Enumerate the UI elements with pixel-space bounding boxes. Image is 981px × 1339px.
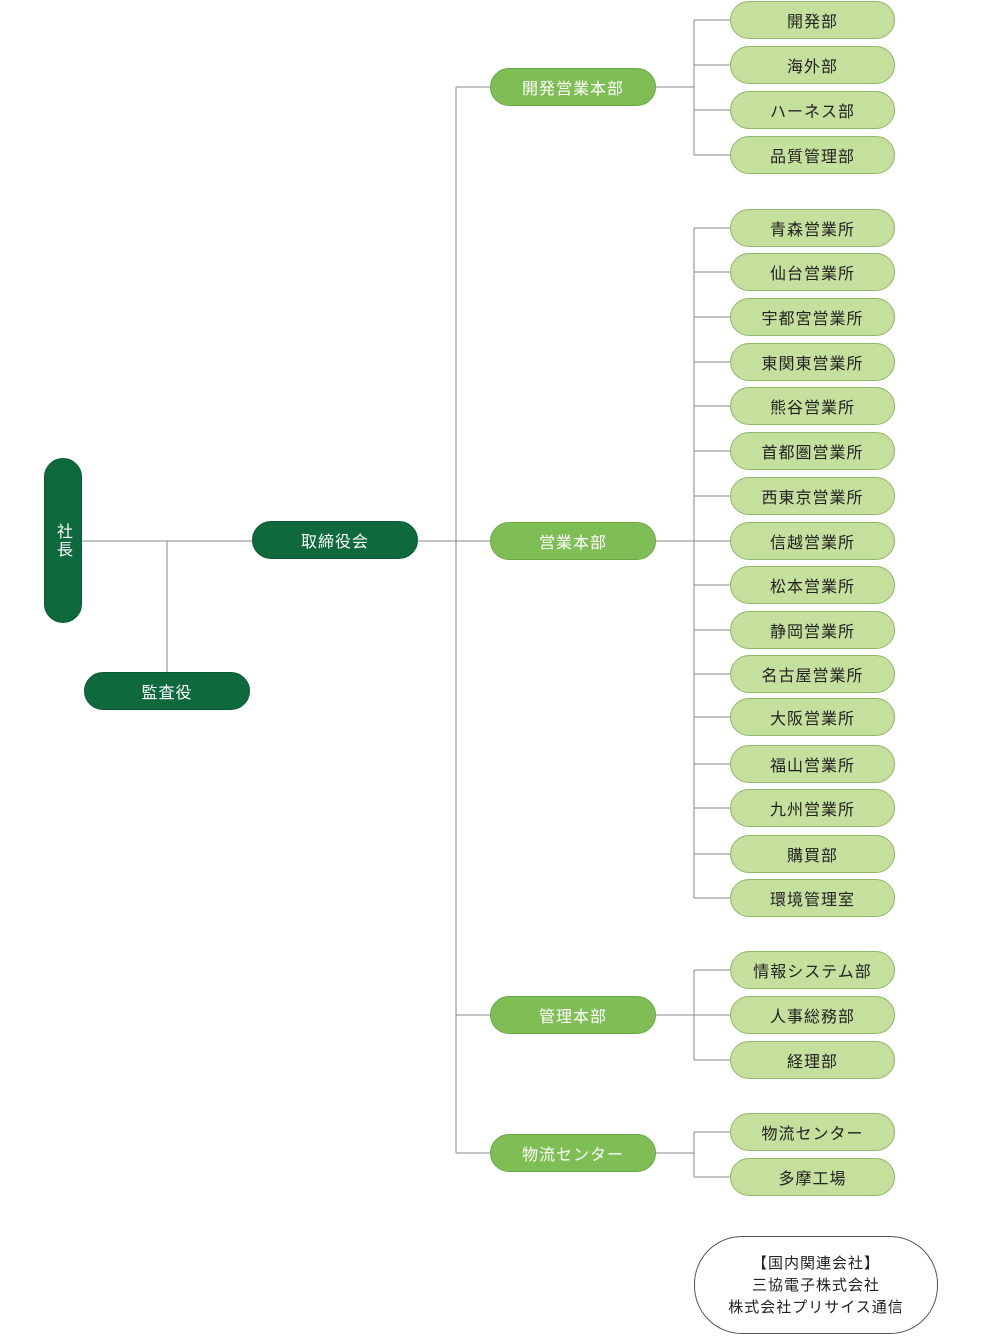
unit-node: 開発部 bbox=[730, 1, 895, 39]
unit-node: 信越営業所 bbox=[730, 522, 895, 560]
unit-node: 福山営業所 bbox=[730, 745, 895, 783]
unit-node: 環境管理室 bbox=[730, 879, 895, 917]
unit-node: 西東京営業所 bbox=[730, 477, 895, 515]
unit-node: 九州営業所 bbox=[730, 789, 895, 827]
unit-node: 人事総務部 bbox=[730, 996, 895, 1034]
unit-node: ハーネス部 bbox=[730, 91, 895, 129]
affiliate-company: 株式会社プリサイス通信 bbox=[728, 1298, 904, 1316]
unit-node: 仙台営業所 bbox=[730, 253, 895, 291]
affiliates-box: 【国内関連会社】 三協電子株式会社 株式会社プリサイス通信 bbox=[694, 1236, 938, 1334]
unit-node: 名古屋営業所 bbox=[730, 655, 895, 693]
node-auditor: 監査役 bbox=[84, 672, 250, 710]
division-node: 物流センター bbox=[490, 1134, 656, 1172]
unit-node: 経理部 bbox=[730, 1041, 895, 1079]
unit-node: 青森営業所 bbox=[730, 209, 895, 247]
unit-node: 品質管理部 bbox=[730, 136, 895, 174]
unit-node: 熊谷営業所 bbox=[730, 387, 895, 425]
unit-node: 情報システム部 bbox=[730, 951, 895, 989]
unit-node: 東関東営業所 bbox=[730, 343, 895, 381]
unit-node: 静岡営業所 bbox=[730, 611, 895, 649]
node-board: 取締役会 bbox=[252, 521, 418, 559]
unit-node: 購買部 bbox=[730, 835, 895, 873]
division-node: 開発営業本部 bbox=[490, 68, 656, 106]
affiliates-heading: 【国内関連会社】 bbox=[751, 1254, 880, 1272]
division-node: 管理本部 bbox=[490, 996, 656, 1034]
node-president: 社長 bbox=[44, 458, 82, 623]
unit-node: 松本営業所 bbox=[730, 566, 895, 604]
unit-node: 海外部 bbox=[730, 46, 895, 84]
division-node: 営業本部 bbox=[490, 522, 656, 560]
affiliate-company: 三協電子株式会社 bbox=[751, 1276, 880, 1294]
unit-node: 首都圏営業所 bbox=[730, 432, 895, 470]
unit-node: 宇都宮営業所 bbox=[730, 298, 895, 336]
unit-node: 大阪営業所 bbox=[730, 698, 895, 736]
unit-node: 物流センター bbox=[730, 1113, 895, 1151]
unit-node: 多摩工場 bbox=[730, 1158, 895, 1196]
